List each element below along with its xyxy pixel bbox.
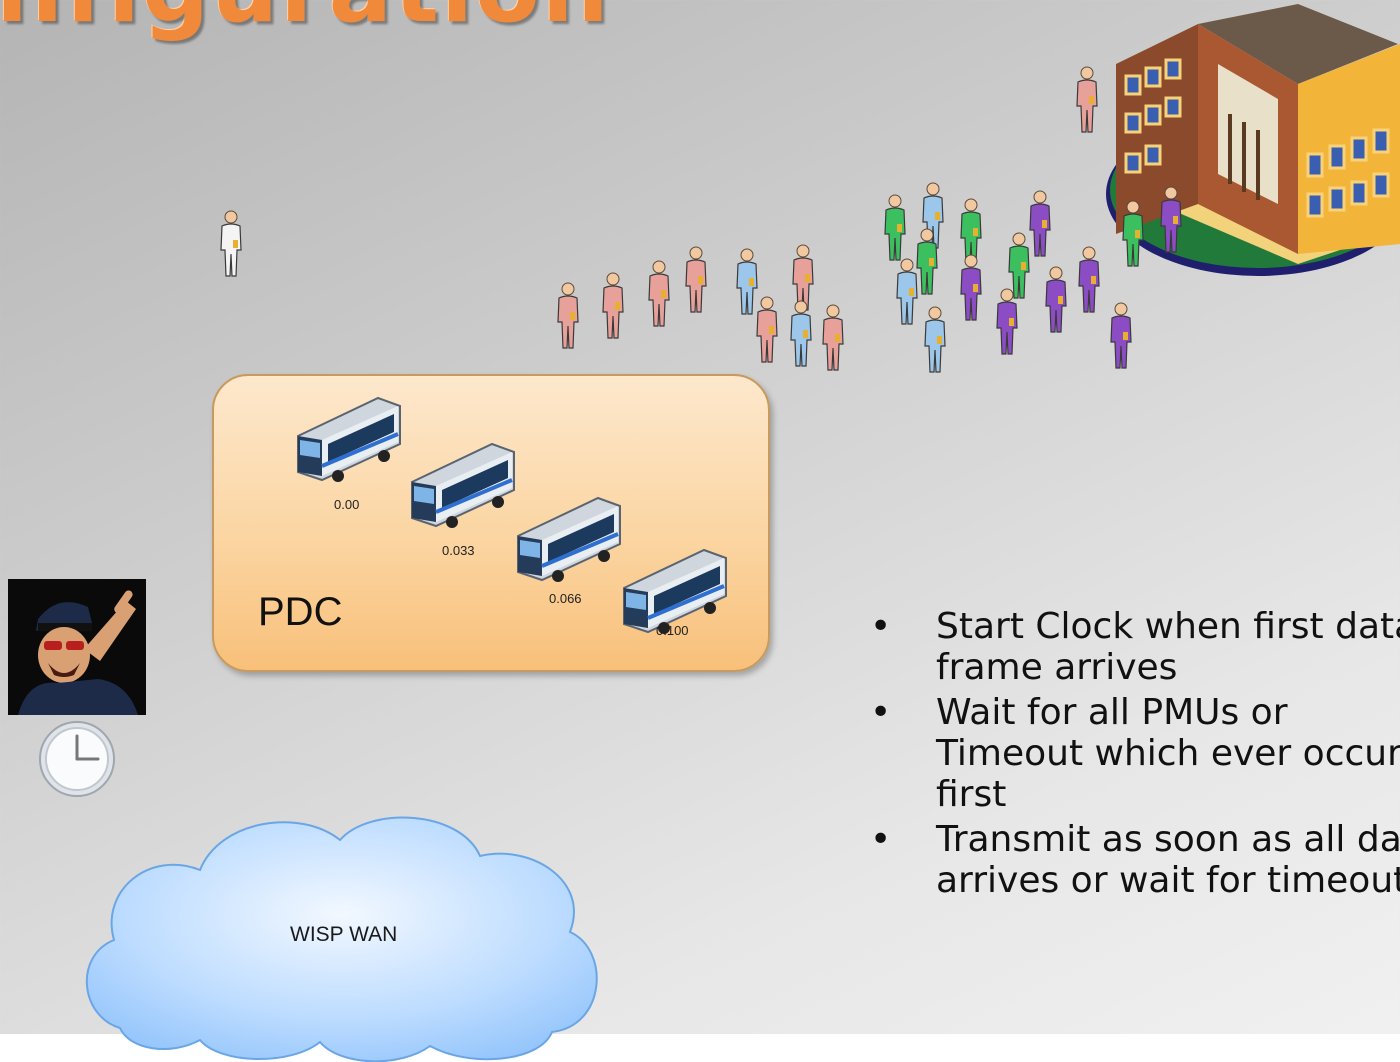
person-icon: [924, 306, 946, 373]
bullet-item: • Start Clock when first data frame arriv…: [840, 606, 1400, 688]
person-icon: [960, 198, 982, 265]
bullet-list: • Start Clock when first data frame arriv…: [840, 606, 1400, 905]
pdc-label: PDC: [258, 590, 343, 634]
person-icon: [822, 304, 844, 371]
building-icon: [1106, 4, 1400, 276]
clock-icon: [39, 721, 115, 797]
person-icon: [220, 210, 242, 277]
person-icon: [1110, 302, 1132, 369]
person-icon: [916, 228, 938, 295]
person-icon: [602, 272, 624, 339]
title-text: nfiguration: [0, 0, 611, 44]
person-icon: [896, 258, 918, 325]
person-icon: [1122, 200, 1144, 267]
bullet-dot: •: [870, 819, 892, 860]
person-icon: [960, 254, 982, 321]
person-icon: [557, 282, 579, 349]
bullet-dot: •: [870, 692, 892, 733]
person-icon: [1160, 186, 1182, 253]
person-icon: [790, 300, 812, 367]
bus-icon: [623, 548, 727, 634]
person-icon: [792, 244, 814, 311]
cloud-icon: [85, 816, 598, 1062]
bus-time-label: 0.100: [656, 623, 689, 638]
bullet-text: Transmit as soon as all data arrives or …: [936, 819, 1400, 901]
person-icon: [756, 296, 778, 363]
bus-time-label: 0.00: [334, 497, 360, 512]
wan-label: WISP WAN: [290, 923, 398, 946]
person-icon: [736, 248, 758, 315]
bullet-dot: •: [870, 606, 892, 647]
bullet-text: Start Clock when first data frame arrive…: [936, 606, 1400, 688]
bullet-item: • Transmit as soon as all data arrives or…: [840, 819, 1400, 901]
bullet-item: • Wait for all PMUs or Timeout which ever…: [840, 692, 1400, 815]
person-icon: [996, 288, 1018, 355]
bus-icon: [411, 442, 515, 528]
bus-time-label: 0.033: [442, 543, 475, 558]
person-icon: [685, 246, 707, 313]
bus-time-label: 0.066: [549, 591, 582, 606]
person-icon: [1029, 190, 1051, 257]
person-icon: [1076, 66, 1098, 133]
bus-icon: [297, 396, 401, 482]
bus-icon: [517, 496, 621, 582]
person-icon: [884, 194, 906, 261]
person-icon: [648, 260, 670, 327]
person-icon: [1008, 232, 1030, 299]
bullet-text: Wait for all PMUs or Timeout which ever …: [936, 692, 1400, 815]
pdc-box: [212, 374, 770, 672]
slide-title: Cnfiguration: [0, 0, 611, 42]
police-officer-image: [8, 579, 146, 715]
person-icon: [1078, 246, 1100, 313]
person-icon: [1045, 266, 1067, 333]
